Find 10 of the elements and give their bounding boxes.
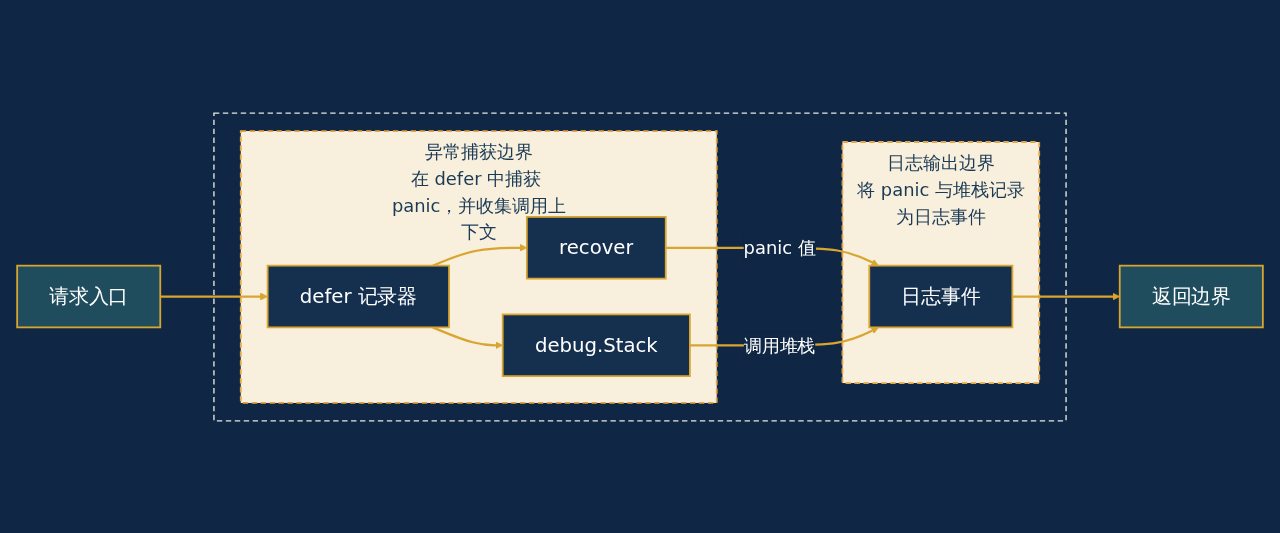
node-box: 返回边界 (1118, 264, 1264, 328)
edge-label: 调用堆栈 (743, 334, 816, 356)
edge-label: panic 值 (743, 236, 816, 258)
node-box: 请求入口 (16, 264, 162, 328)
node-box: recover (525, 215, 667, 280)
node-box: 日志事件 (868, 264, 1014, 328)
cluster (213, 112, 1067, 422)
node-box: defer 记录器 (266, 264, 450, 328)
arrow (160, 292, 268, 300)
node-box: debug.Stack (501, 313, 691, 377)
